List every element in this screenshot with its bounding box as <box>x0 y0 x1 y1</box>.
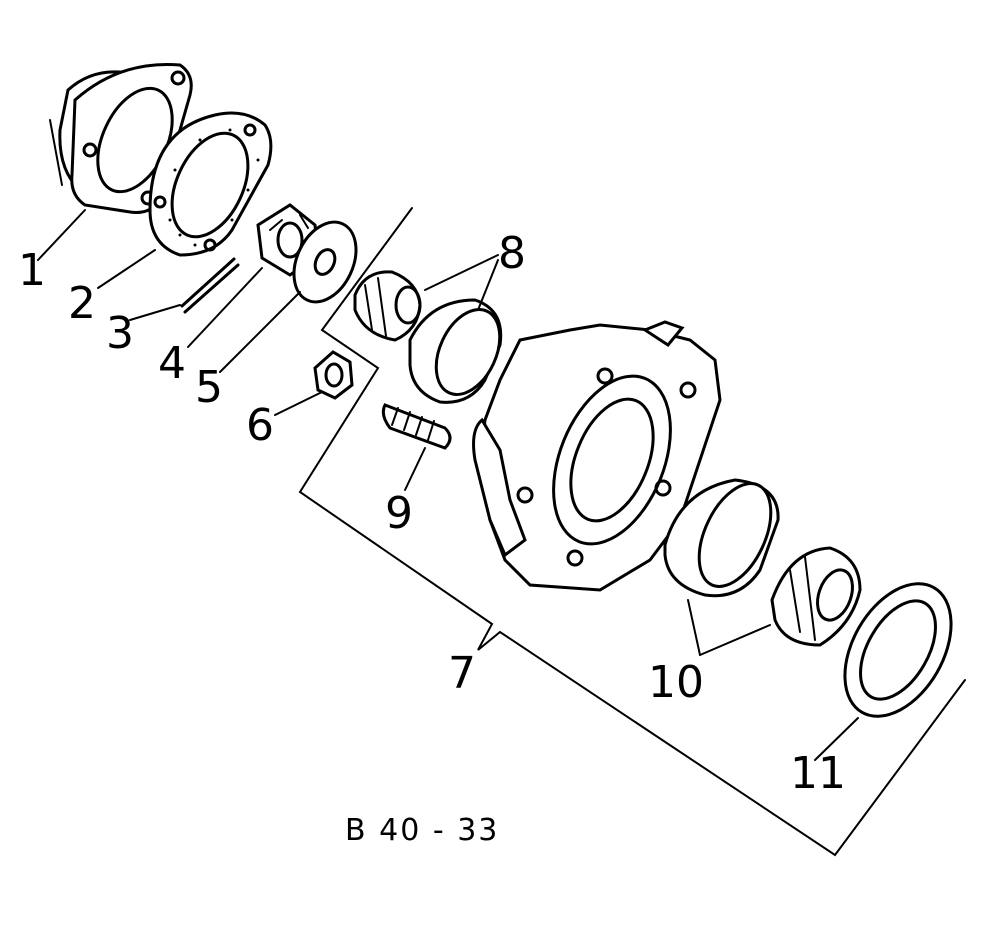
callout-1: 1 <box>18 245 46 296</box>
part-9-stud <box>381 403 452 450</box>
callout-3: 3 <box>106 308 134 359</box>
hub <box>472 320 722 592</box>
callout-10: 10 <box>648 657 704 708</box>
part-6-nut <box>313 350 354 400</box>
callout-8: 8 <box>498 228 526 279</box>
part-11-seal <box>843 582 953 718</box>
leader-lines <box>37 209 859 761</box>
callout-7: 7 <box>448 648 476 699</box>
callout-4: 4 <box>158 338 186 389</box>
figure-code: B 40 - 33 <box>345 813 499 848</box>
part-10-outer-bearing <box>663 478 862 647</box>
part-3-cotter-pin <box>180 257 240 314</box>
callout-5: 5 <box>195 362 223 413</box>
part-2-gasket <box>148 111 273 257</box>
callout-11: 11 <box>790 748 846 799</box>
part-8-inner-bearing <box>353 270 503 404</box>
callout-6: 6 <box>246 400 274 451</box>
bracket-7 <box>298 207 966 857</box>
part-5-washer <box>292 220 358 304</box>
callout-2: 2 <box>68 278 96 329</box>
callout-9: 9 <box>385 488 413 539</box>
